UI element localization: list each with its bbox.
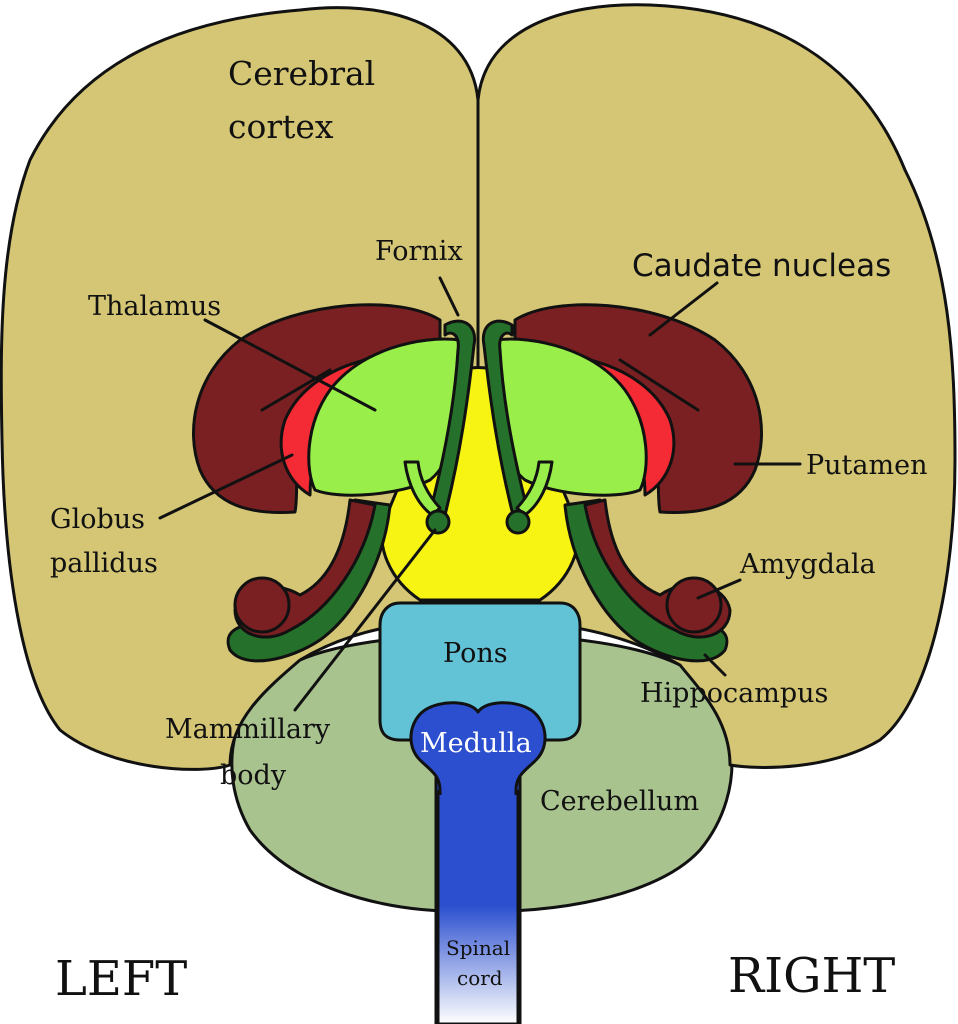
thalamus-leader [203,318,377,412]
label-body: body [220,760,287,791]
left-fornix-column [403,460,442,517]
left-amygdala [233,576,291,634]
globus-pallidus-leader [158,453,294,520]
label-putamen: Putamen [806,450,927,481]
amygdala-leader [696,578,742,600]
right-amygdala [665,576,723,634]
label-pallidus: pallidus [50,548,158,579]
label-fornix: Fornix [375,236,463,267]
label-left: LEFT [55,951,187,1007]
fornix-leader [438,276,460,317]
mammillary-leader [293,528,437,712]
label-medulla: Medulla [420,728,532,759]
caudate-leader [648,281,719,337]
label-thalamus: Thalamus [88,291,221,322]
label-globus: Globus [50,504,145,535]
label-right: RIGHT [728,948,895,1004]
label-caudate-nucleus: Caudate nucleas [632,248,891,284]
right-fornix-column [515,460,554,517]
label-spinal: Spinal [446,936,510,960]
caudate-right-leader [618,358,700,412]
spinal-cord-upper [438,795,518,835]
label-amygdala: Amygdala [739,549,876,580]
label-cord: cord [457,966,503,990]
label-cerebral: Cerebral [228,54,375,93]
label-cortex: cortex [228,107,334,146]
label-cerebellum: Cerebellum [540,786,699,817]
right-mammillary-body [505,509,531,535]
left-mammillary-body [425,509,451,535]
label-pons: Pons [443,638,508,669]
hippocampus-leader [703,653,727,677]
label-mammillary: Mammillary [165,714,331,745]
label-hippocampus: Hippocampus [640,678,828,709]
caudate-left-leader [260,368,332,412]
